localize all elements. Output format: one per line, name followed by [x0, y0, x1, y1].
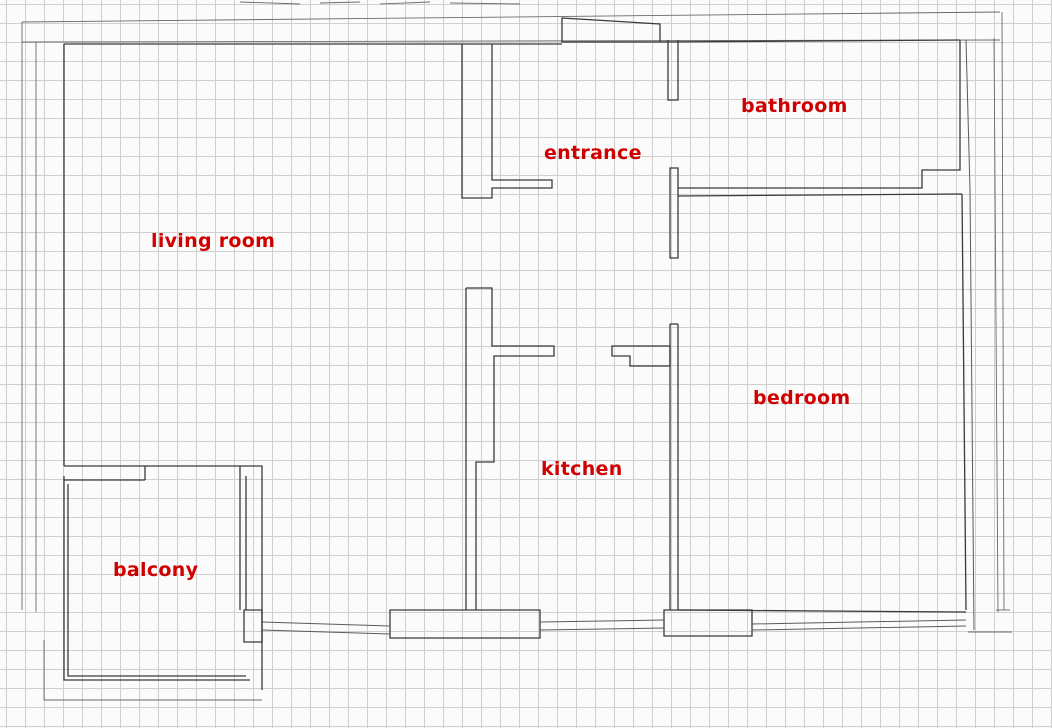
bathroom-label: bathroom: [741, 95, 848, 117]
bathroom-walls: [669, 39, 971, 259]
balcony-walls: [63, 465, 263, 690]
bottom-wall: [261, 609, 967, 639]
living-room-walls: [63, 43, 462, 480]
top-edge-scribble: [239, 1, 521, 5]
entrance-walls: [461, 17, 961, 199]
entrance-label: entrance: [544, 142, 642, 164]
outer-boundary: [21, 11, 1012, 701]
living-room-label: living room: [151, 230, 276, 252]
kitchen-walls: [465, 287, 679, 610]
bedroom-label: bedroom: [753, 387, 851, 409]
bedroom-walls: [677, 189, 975, 631]
kitchen-label: kitchen: [541, 458, 623, 480]
balcony-label: balcony: [113, 559, 199, 581]
